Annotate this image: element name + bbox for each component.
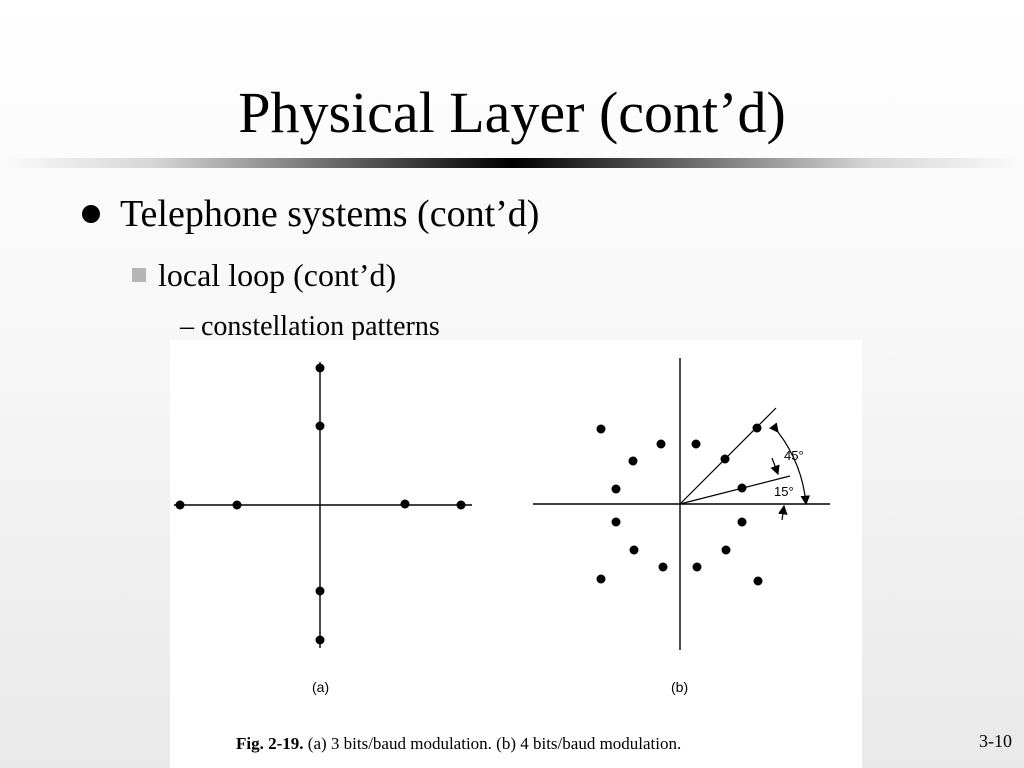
figure-number: Fig. 2-19. — [236, 734, 304, 753]
figure-caption: Fig. 2-19. (a) 3 bits/baud modulation. (… — [236, 734, 681, 754]
point-a — [456, 500, 466, 510]
point-a — [315, 635, 325, 645]
angle-45-label: 45° — [784, 448, 804, 463]
round-bullet-icon — [82, 205, 100, 223]
point-a — [232, 500, 242, 510]
point-b — [692, 562, 702, 572]
point-b — [596, 574, 606, 584]
point-b — [737, 483, 747, 493]
point-a — [175, 500, 185, 510]
point-a — [315, 421, 325, 431]
arc-45 — [769, 422, 811, 506]
bullet-level-2: local loop (cont’d) — [132, 255, 396, 295]
bullet-level-2-text: local loop (cont’d) — [158, 257, 397, 293]
arc-15 — [770, 457, 780, 476]
point-b — [611, 517, 621, 527]
bullet-level-1-text: Telephone systems (cont’d) — [120, 193, 540, 235]
constellation-figure: 45° 15° (a) (b) Fig. 2-19. (a) 3 bits/ba… — [170, 340, 862, 768]
slide-title: Physical Layer (cont’d) — [238, 80, 786, 145]
point-a — [315, 586, 325, 596]
point-b — [611, 484, 621, 494]
point-b — [753, 576, 763, 586]
point-b — [721, 545, 731, 555]
bullet-level-3-text: – constellation patterns — [180, 311, 440, 342]
point-b — [720, 454, 730, 464]
arc-15-lower — [778, 504, 788, 521]
bullet-level-1: Telephone systems (cont’d) — [82, 192, 539, 236]
point-b — [737, 517, 747, 527]
point-b — [628, 456, 638, 466]
point-b — [629, 545, 639, 555]
slide-number: 3-10 — [979, 731, 1012, 751]
point-b — [691, 439, 701, 449]
title-divider — [0, 158, 1024, 168]
point-b — [596, 424, 606, 434]
angle-15-label: 15° — [774, 484, 794, 499]
figure-caption-text: (a) 3 bits/baud modulation. (b) 4 bits/b… — [303, 734, 682, 753]
square-bullet-icon — [132, 268, 146, 282]
point-b — [656, 439, 666, 449]
point-a — [315, 363, 325, 373]
constellation-diagram: 45° 15° (a) (b) — [174, 358, 830, 695]
point-b — [658, 562, 668, 572]
label-b: (b) — [671, 679, 688, 695]
label-a: (a) — [312, 679, 329, 695]
point-a — [400, 499, 410, 509]
point-b — [752, 423, 762, 433]
